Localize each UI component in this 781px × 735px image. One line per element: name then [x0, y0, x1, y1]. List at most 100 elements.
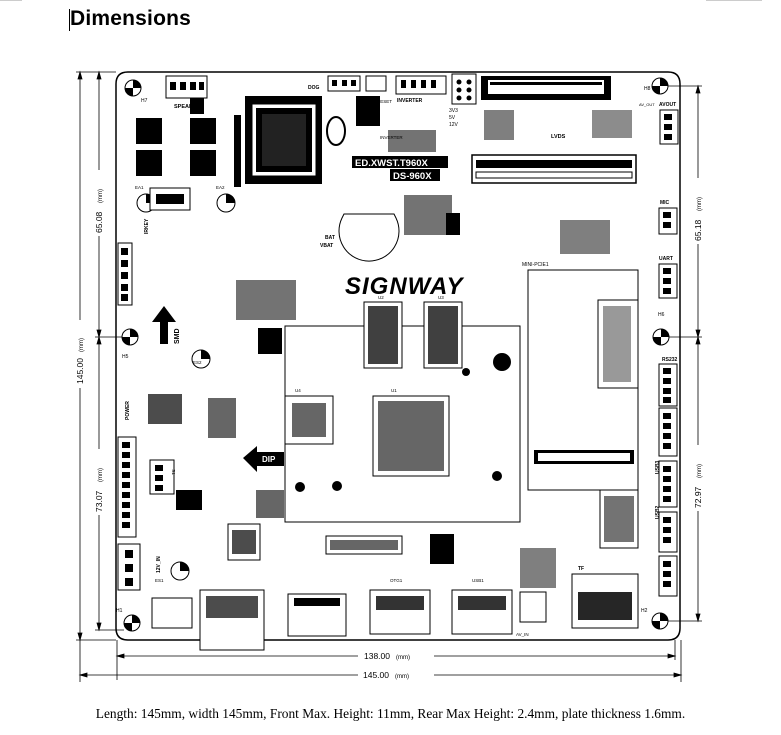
- component-clusters: [148, 96, 639, 588]
- usb3-label: USB3: [655, 460, 661, 474]
- dim-overall-height-unit: (mm): [79, 338, 85, 352]
- dim-right-upper-unit: (mm): [697, 197, 703, 211]
- dim-left-lower: 73.07: [94, 490, 104, 512]
- mounting-holes: H7 H8 H5 H6 H1 H2: [116, 77, 670, 632]
- inverter-label-2: INVERTER: [380, 135, 403, 140]
- chip-u4: U4: [295, 388, 301, 393]
- dim-overall-height: 145.00: [75, 358, 85, 384]
- top-left-rule: [0, 0, 22, 1]
- dim-overall-width-unit: (mm): [395, 674, 409, 680]
- dim-left-upper: 65.08: [94, 211, 104, 233]
- dip-arrow: DIP: [243, 446, 284, 472]
- inverter-label: INVERTER: [397, 98, 423, 104]
- reset-label: RESET: [377, 99, 392, 104]
- irkey-connector: IRKEY: [117, 218, 150, 306]
- usb-port: USB1: [451, 578, 513, 635]
- hole-label-h8: H8: [644, 86, 651, 92]
- voltage-12v: 12V: [449, 122, 459, 128]
- dim-left-lower-unit: (mm): [98, 468, 104, 482]
- mounting-hole-h2: [651, 612, 669, 630]
- mini-pcie-slot: MINI-PCIE1: [522, 262, 639, 491]
- model-label: ED.XWST.T960X DS-960X: [352, 156, 448, 182]
- speaker-label: SPEAKER: [174, 104, 201, 110]
- dimension-labels: 138.00 (mm) 145.00 (mm) 145.00 (mm) 65.0…: [74, 170, 704, 681]
- usb-side-label: USB1: [472, 578, 484, 583]
- uart-label: UART: [659, 256, 673, 262]
- brand-logo: SIGNWAY: [345, 273, 465, 300]
- rs232-label: RS232: [662, 357, 678, 363]
- hole-label-h2: H2: [641, 608, 648, 614]
- hole-label-h6: H6: [658, 312, 665, 318]
- ts-label: TS: [171, 469, 176, 475]
- dog-connector: DOG: [308, 75, 387, 92]
- chip-u1: U1: [391, 388, 397, 393]
- mini-pcie-label: MINI-PCIE1: [522, 262, 549, 268]
- cap-es1: ES1: [155, 578, 164, 583]
- brand-text: SIGNWAY: [345, 273, 465, 300]
- dim-right-lower-unit: (mm): [697, 464, 703, 478]
- mounting-hole-h8: [651, 77, 669, 95]
- lvds-label: LVDS: [551, 134, 566, 140]
- av-in-connector: AV_IN: [516, 591, 547, 637]
- page-title: Dimensions: [70, 7, 192, 30]
- inductor-block: [234, 96, 346, 187]
- smd-arrow: SMD: [152, 306, 181, 344]
- voltage-3v3: 3V3: [449, 108, 458, 114]
- top-right-rule: [706, 0, 762, 1]
- smd-label: SMD: [174, 328, 181, 344]
- cpu-area: U2 U3 U1 U4: [284, 295, 521, 523]
- chip-u3: U3: [438, 295, 444, 300]
- irkey-label: IRKEY: [144, 218, 150, 234]
- dim-inner-width: 138.00: [364, 651, 390, 661]
- dip-label: DIP: [262, 455, 276, 464]
- otg-label: OTG1: [390, 578, 403, 583]
- mic-label: MIC: [660, 200, 670, 206]
- otg-port: OTG1: [369, 578, 431, 635]
- dim-left-upper-unit: (mm): [98, 189, 104, 203]
- power-connector: POWER: [117, 401, 137, 538]
- mounting-hole-h7: [124, 79, 142, 97]
- cap-ea2: EA2: [216, 185, 225, 190]
- hole-label-h5: H5: [122, 354, 129, 360]
- av-in-label: AV_IN: [516, 632, 529, 637]
- dog-label: DOG: [308, 85, 320, 91]
- hdmi-port: [287, 593, 347, 637]
- uart-connector: UART: [658, 256, 678, 299]
- mounting-hole-h6: [652, 328, 670, 346]
- tf-slot: TF: [571, 566, 639, 629]
- usb-pin-headers: USB3 USB2: [655, 407, 678, 597]
- board-dimension-drawing: H7 H8 H5 H6 H1 H2 SPEAKER DOG INVERTER R…: [74, 70, 704, 682]
- usb2-label: USB2: [655, 505, 661, 519]
- voltage-jumper: 3V3 5V 12V: [449, 73, 477, 128]
- left-inductors: [136, 98, 216, 176]
- minor-labels: INVERTER TS: [171, 135, 403, 475]
- dim-right-lower: 72.97: [693, 486, 703, 508]
- avout-label: AVOUT: [659, 102, 676, 108]
- dim-inner-width-unit: (mm): [396, 655, 410, 661]
- vbat-label: VBAT: [320, 243, 333, 249]
- tf-label: TF: [578, 566, 584, 572]
- ts-connector: [149, 459, 175, 495]
- dimensions-caption: Length: 145mm, width 145mm, Front Max. H…: [95, 706, 686, 721]
- 12v-connector: 12V_IN: [117, 543, 162, 591]
- avout-connector: AVOUT AV_OUT: [639, 102, 679, 145]
- av-out-label: AV_OUT: [639, 102, 655, 107]
- hole-label-h1: H1: [116, 608, 123, 614]
- cap-es2: ES2: [193, 360, 202, 365]
- model-line-1: ED.XWST.T960X: [355, 158, 429, 169]
- lvds-connector: LVDS: [471, 76, 637, 184]
- dim-overall-width: 145.00: [363, 670, 389, 680]
- rs232-connector: RS232: [658, 357, 678, 407]
- mounting-hole-h1: [123, 614, 141, 632]
- hole-label-h7: H7: [141, 98, 148, 104]
- mounting-hole-h5: [121, 328, 139, 346]
- cap-ea1: EA1: [135, 185, 144, 190]
- voltage-5v: 5V: [449, 115, 456, 121]
- text-cursor: [69, 9, 70, 31]
- speaker-connector: SPEAKER: [165, 75, 208, 110]
- model-line-2: DS-960X: [393, 171, 432, 182]
- bat-label: BAT: [325, 235, 335, 241]
- dim-right-upper: 65.18: [693, 219, 703, 241]
- 12v-label: 12V_IN: [156, 556, 162, 573]
- ethernet-port: [151, 589, 265, 651]
